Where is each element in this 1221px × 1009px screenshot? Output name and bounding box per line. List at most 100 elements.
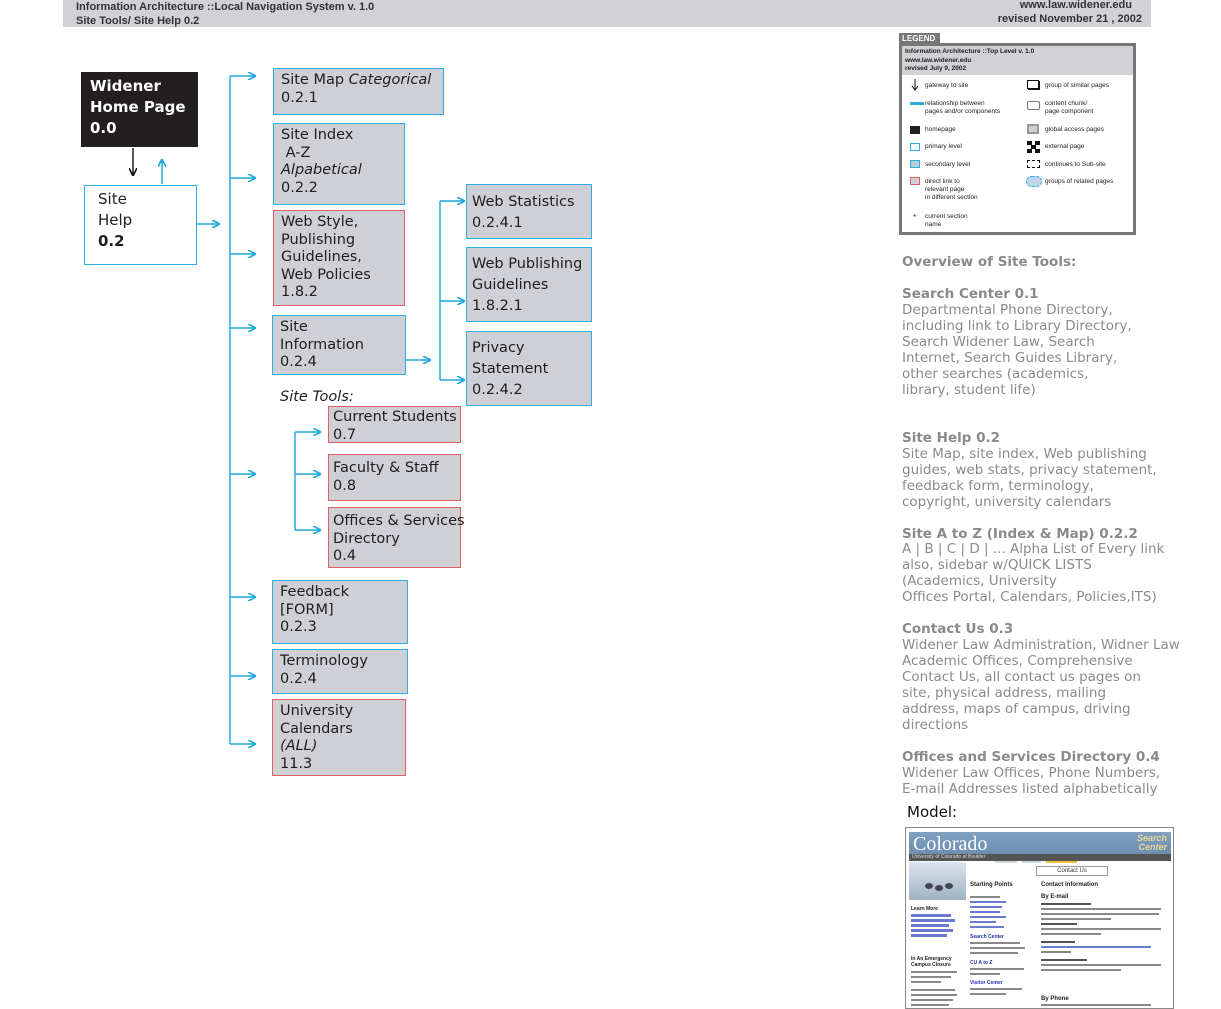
model-contact-tab: Contact Us bbox=[1036, 866, 1108, 876]
legend-similar-pages: group of similar pages bbox=[1045, 82, 1109, 89]
home-number: 0.0 bbox=[90, 119, 117, 137]
overview-site-help-head: Site Help 0.2 bbox=[902, 430, 1001, 446]
model-learn-more: Learn More bbox=[911, 906, 938, 912]
legend-tab: LEGEND bbox=[899, 33, 940, 44]
legend-current-section: current section name bbox=[925, 213, 968, 228]
overview-site-help-text: Site Map, site index, Web publishing gui… bbox=[902, 446, 1157, 510]
model-photo-image bbox=[925, 883, 953, 891]
legend-head-title: Information Architecture ::Top Level v. … bbox=[905, 48, 1035, 55]
secondary-swatch-icon bbox=[910, 160, 920, 168]
feedback-form-label: [FORM] bbox=[280, 601, 334, 618]
home-label-2: Home Page bbox=[90, 98, 186, 116]
privacy-statement-node: Privacy Statement 0.2.4.2 bbox=[466, 331, 592, 406]
site-help-node: Site Help 0.2 bbox=[84, 185, 197, 265]
legend-sub-site: continues to Sub-site bbox=[1045, 161, 1106, 168]
overview-offices-text: Widener Law Offices, Phone Numbers, E-ma… bbox=[902, 765, 1161, 797]
offices-services-label-1: Offices & Services bbox=[333, 513, 465, 529]
gateway-arrow-icon bbox=[911, 79, 919, 91]
overview-site-a-z-text: A | B | C | D | ... Alpha List of Every … bbox=[902, 541, 1165, 605]
header-title: Information Architecture ::Local Navigat… bbox=[76, 1, 375, 13]
header-url: www.law.widener.edu bbox=[1019, 0, 1132, 11]
web-publishing-node: Web Publishing Guidelines 1.8.2.1 bbox=[466, 247, 592, 322]
feedback-label: Feedback bbox=[280, 584, 350, 600]
model-photo bbox=[909, 862, 966, 900]
model-search-desc bbox=[970, 942, 1030, 957]
legend-secondary: secondary level bbox=[925, 161, 971, 168]
model-phone-text bbox=[1041, 1004, 1151, 1006]
model-az-desc bbox=[970, 968, 1030, 978]
faculty-staff-label: Faculty & Staff bbox=[333, 460, 439, 476]
offices-services-node: Offices & Services Directory 0.4 bbox=[328, 507, 465, 568]
header-bar: Information Architecture ::Local Navigat… bbox=[63, 0, 1151, 27]
university-calendars-node: University Calendars (ALL) 11.3 bbox=[272, 699, 406, 776]
privacy-number: 0.2.4.2 bbox=[472, 382, 523, 398]
header-revised: revised November 21 , 2002 bbox=[997, 13, 1142, 25]
calendars-label-1: University bbox=[280, 703, 354, 719]
site-help-label-1: Site bbox=[98, 190, 127, 208]
asterisk-icon: * bbox=[913, 213, 917, 222]
site-information-node: Site Information 0.2.4 bbox=[272, 315, 406, 375]
overview-contact-us-head: Contact Us 0.3 bbox=[902, 621, 1014, 637]
web-style-line-2: Publishing bbox=[281, 231, 356, 248]
web-stats-number: 0.2.4.1 bbox=[472, 215, 523, 231]
site-index-node: Site Index A-Z Alpabetical 0.2.2 bbox=[273, 123, 405, 205]
web-pub-number: 1.8.2.1 bbox=[472, 298, 523, 314]
terminology-number: 0.2.4 bbox=[280, 670, 317, 687]
faculty-staff-node: Faculty & Staff 0.8 bbox=[328, 454, 461, 501]
calendars-number: 11.3 bbox=[280, 755, 313, 772]
primary-swatch-icon bbox=[910, 143, 920, 151]
direct-link-swatch-icon bbox=[910, 177, 920, 185]
connector-lines bbox=[0, 0, 900, 800]
site-info-number: 0.2.4 bbox=[280, 354, 317, 370]
site-map-label: Site Map bbox=[281, 72, 349, 88]
legend-global-access: global access pages bbox=[1045, 126, 1104, 133]
web-style-line-1: Web Style, bbox=[281, 214, 359, 230]
model-brand: Colorado bbox=[913, 833, 988, 855]
site-info-line-1: Site bbox=[280, 319, 308, 335]
legend-related-pages: groups of related pages bbox=[1045, 178, 1114, 185]
model-search-center-link[interactable]: Search Center bbox=[970, 934, 1004, 940]
web-pub-label-1: Web Publishing bbox=[472, 256, 583, 272]
model-screenshot: Colorado Search Center Search A to Z Con… bbox=[905, 827, 1174, 1009]
sub-site-icon bbox=[1027, 160, 1040, 168]
web-style-line-4: Web Policies bbox=[281, 266, 371, 283]
site-map-node: Site Map Categorical 0.2.1 bbox=[273, 68, 444, 115]
model-email-text bbox=[1041, 903, 1169, 974]
model-cu-a-to-z-link[interactable]: CU A to Z bbox=[970, 960, 993, 966]
global-access-icon bbox=[1027, 124, 1039, 134]
legend-direct-link: direct link to relevant page in differen… bbox=[925, 178, 978, 201]
homepage-swatch-icon bbox=[910, 126, 920, 134]
terminology-label: Terminology bbox=[280, 653, 368, 669]
faculty-staff-number: 0.8 bbox=[333, 477, 357, 494]
web-style-number: 1.8.2 bbox=[281, 284, 318, 300]
feedback-number: 0.2.3 bbox=[280, 619, 317, 635]
model-emergency: In An Emergency Campus Closure bbox=[911, 956, 952, 968]
model-learn-links bbox=[911, 914, 956, 939]
site-info-line-2: Information bbox=[280, 336, 364, 353]
relationship-line-icon bbox=[910, 102, 924, 105]
feedback-node: Feedback [FORM] 0.2.3 bbox=[272, 580, 408, 644]
model-visitor-center-link[interactable]: Visitor Center bbox=[970, 980, 1003, 986]
home-page-node: Widener Home Page 0.0 bbox=[81, 72, 198, 147]
calendars-label-2: Calendars bbox=[280, 720, 353, 737]
model-start-links bbox=[970, 896, 1030, 931]
model-subbrand: University of Colorado at Boulder bbox=[912, 854, 986, 860]
external-page-icon bbox=[1027, 141, 1040, 153]
legend-head-url: www.law.widener.edu bbox=[905, 56, 972, 64]
legend-relationship: relationship between pages and/or compon… bbox=[925, 100, 1001, 115]
content-chunk-icon bbox=[1027, 101, 1040, 110]
model-label: Model: bbox=[907, 803, 958, 821]
privacy-label-2: Statement bbox=[472, 361, 549, 377]
model-starting-points: Starting Points bbox=[970, 882, 1013, 888]
calendars-all: (ALL) bbox=[280, 738, 318, 754]
overview-site-a-z-head: Site A to Z (Index & Map) 0.2.2 bbox=[902, 526, 1138, 542]
model-contact-info: Contact Information bbox=[1041, 882, 1098, 888]
site-index-az: A-Z bbox=[281, 144, 311, 161]
legend-head-date: revised July 9, 2002 bbox=[905, 65, 967, 72]
overview-search-center-head: Search Center 0.1 bbox=[902, 286, 1039, 302]
offices-services-label-2: Directory bbox=[333, 530, 400, 547]
model-search-center-logo: Search Center bbox=[1136, 833, 1167, 852]
similar-pages-icon bbox=[1027, 80, 1039, 89]
overview-contact-us-text: Widener Law Administration, Widner Law A… bbox=[902, 637, 1180, 733]
terminology-node: Terminology 0.2.4 bbox=[272, 649, 408, 694]
